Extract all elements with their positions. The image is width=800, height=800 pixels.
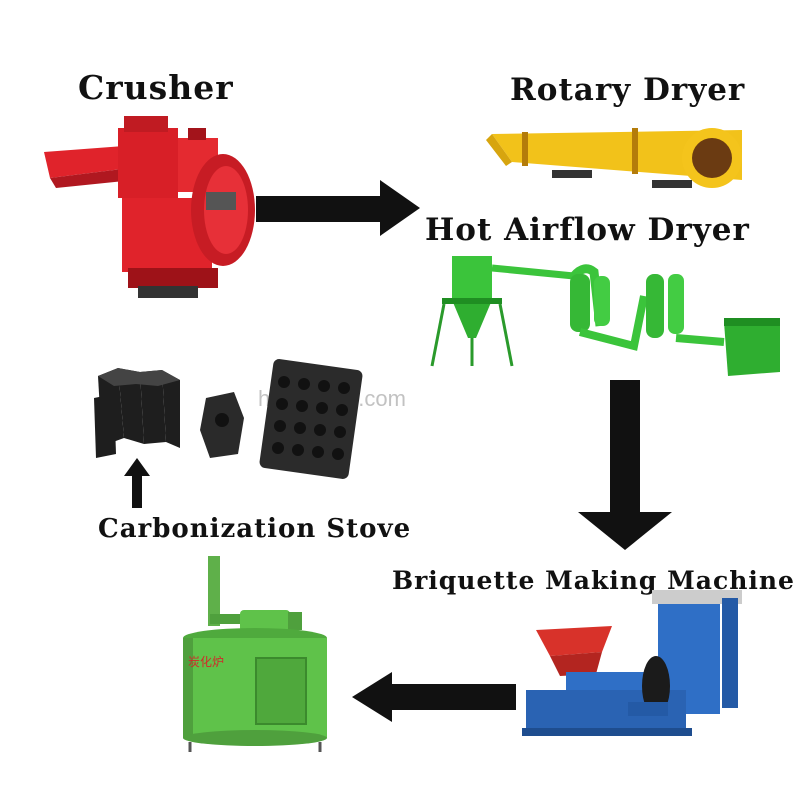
stove-plate-text: 炭化炉 — [188, 655, 224, 669]
briquette-machine-image — [522, 590, 742, 736]
arrow-briquette-to-stove — [352, 672, 516, 722]
hot-airflow-dryer-label: Hot Airflow Dryer — [425, 212, 750, 248]
rotary-dryer-image — [486, 128, 742, 188]
arrow-dryer-to-briquette — [578, 380, 672, 550]
crusher-label: Crusher — [78, 68, 234, 107]
carbonization-stove-image: 炭化炉 — [183, 556, 327, 752]
rotary-dryer-label: Rotary Dryer — [510, 72, 746, 108]
carbonization-stove-label: Carbonization Stove — [98, 514, 412, 544]
charcoal-briquettes-image — [94, 359, 363, 479]
crusher-image — [44, 116, 255, 298]
hot-airflow-dryer-image — [430, 256, 780, 376]
